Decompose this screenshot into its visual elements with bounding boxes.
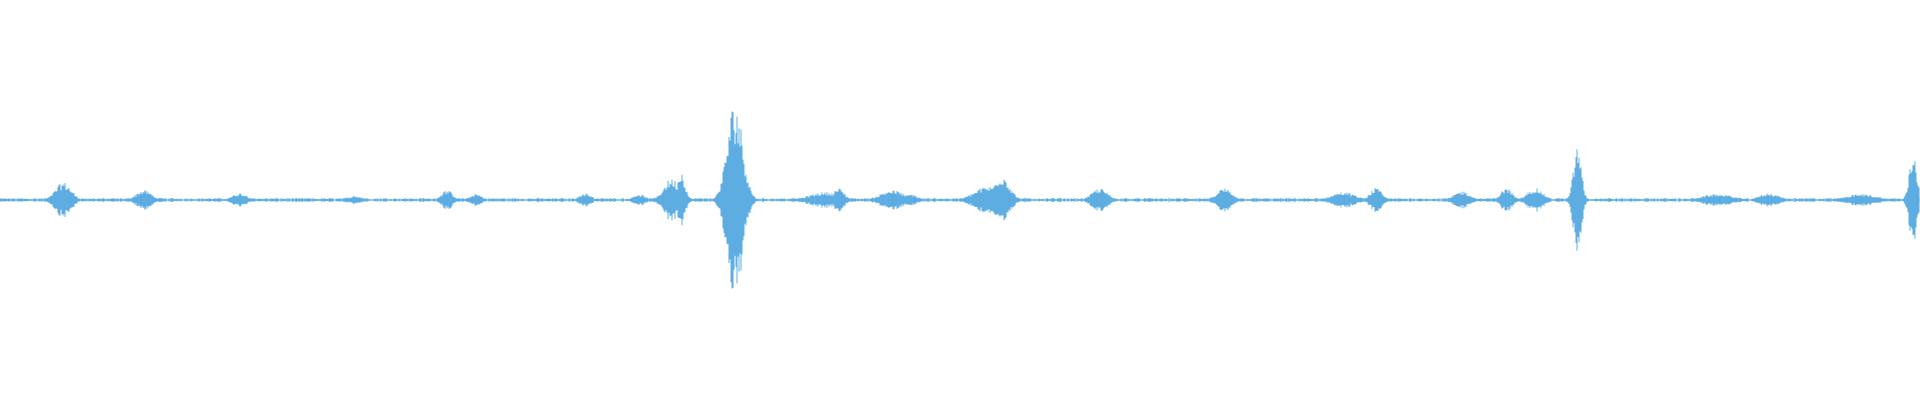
waveform-trace: [0, 111, 1920, 289]
waveform-bars: [0, 111, 1920, 289]
